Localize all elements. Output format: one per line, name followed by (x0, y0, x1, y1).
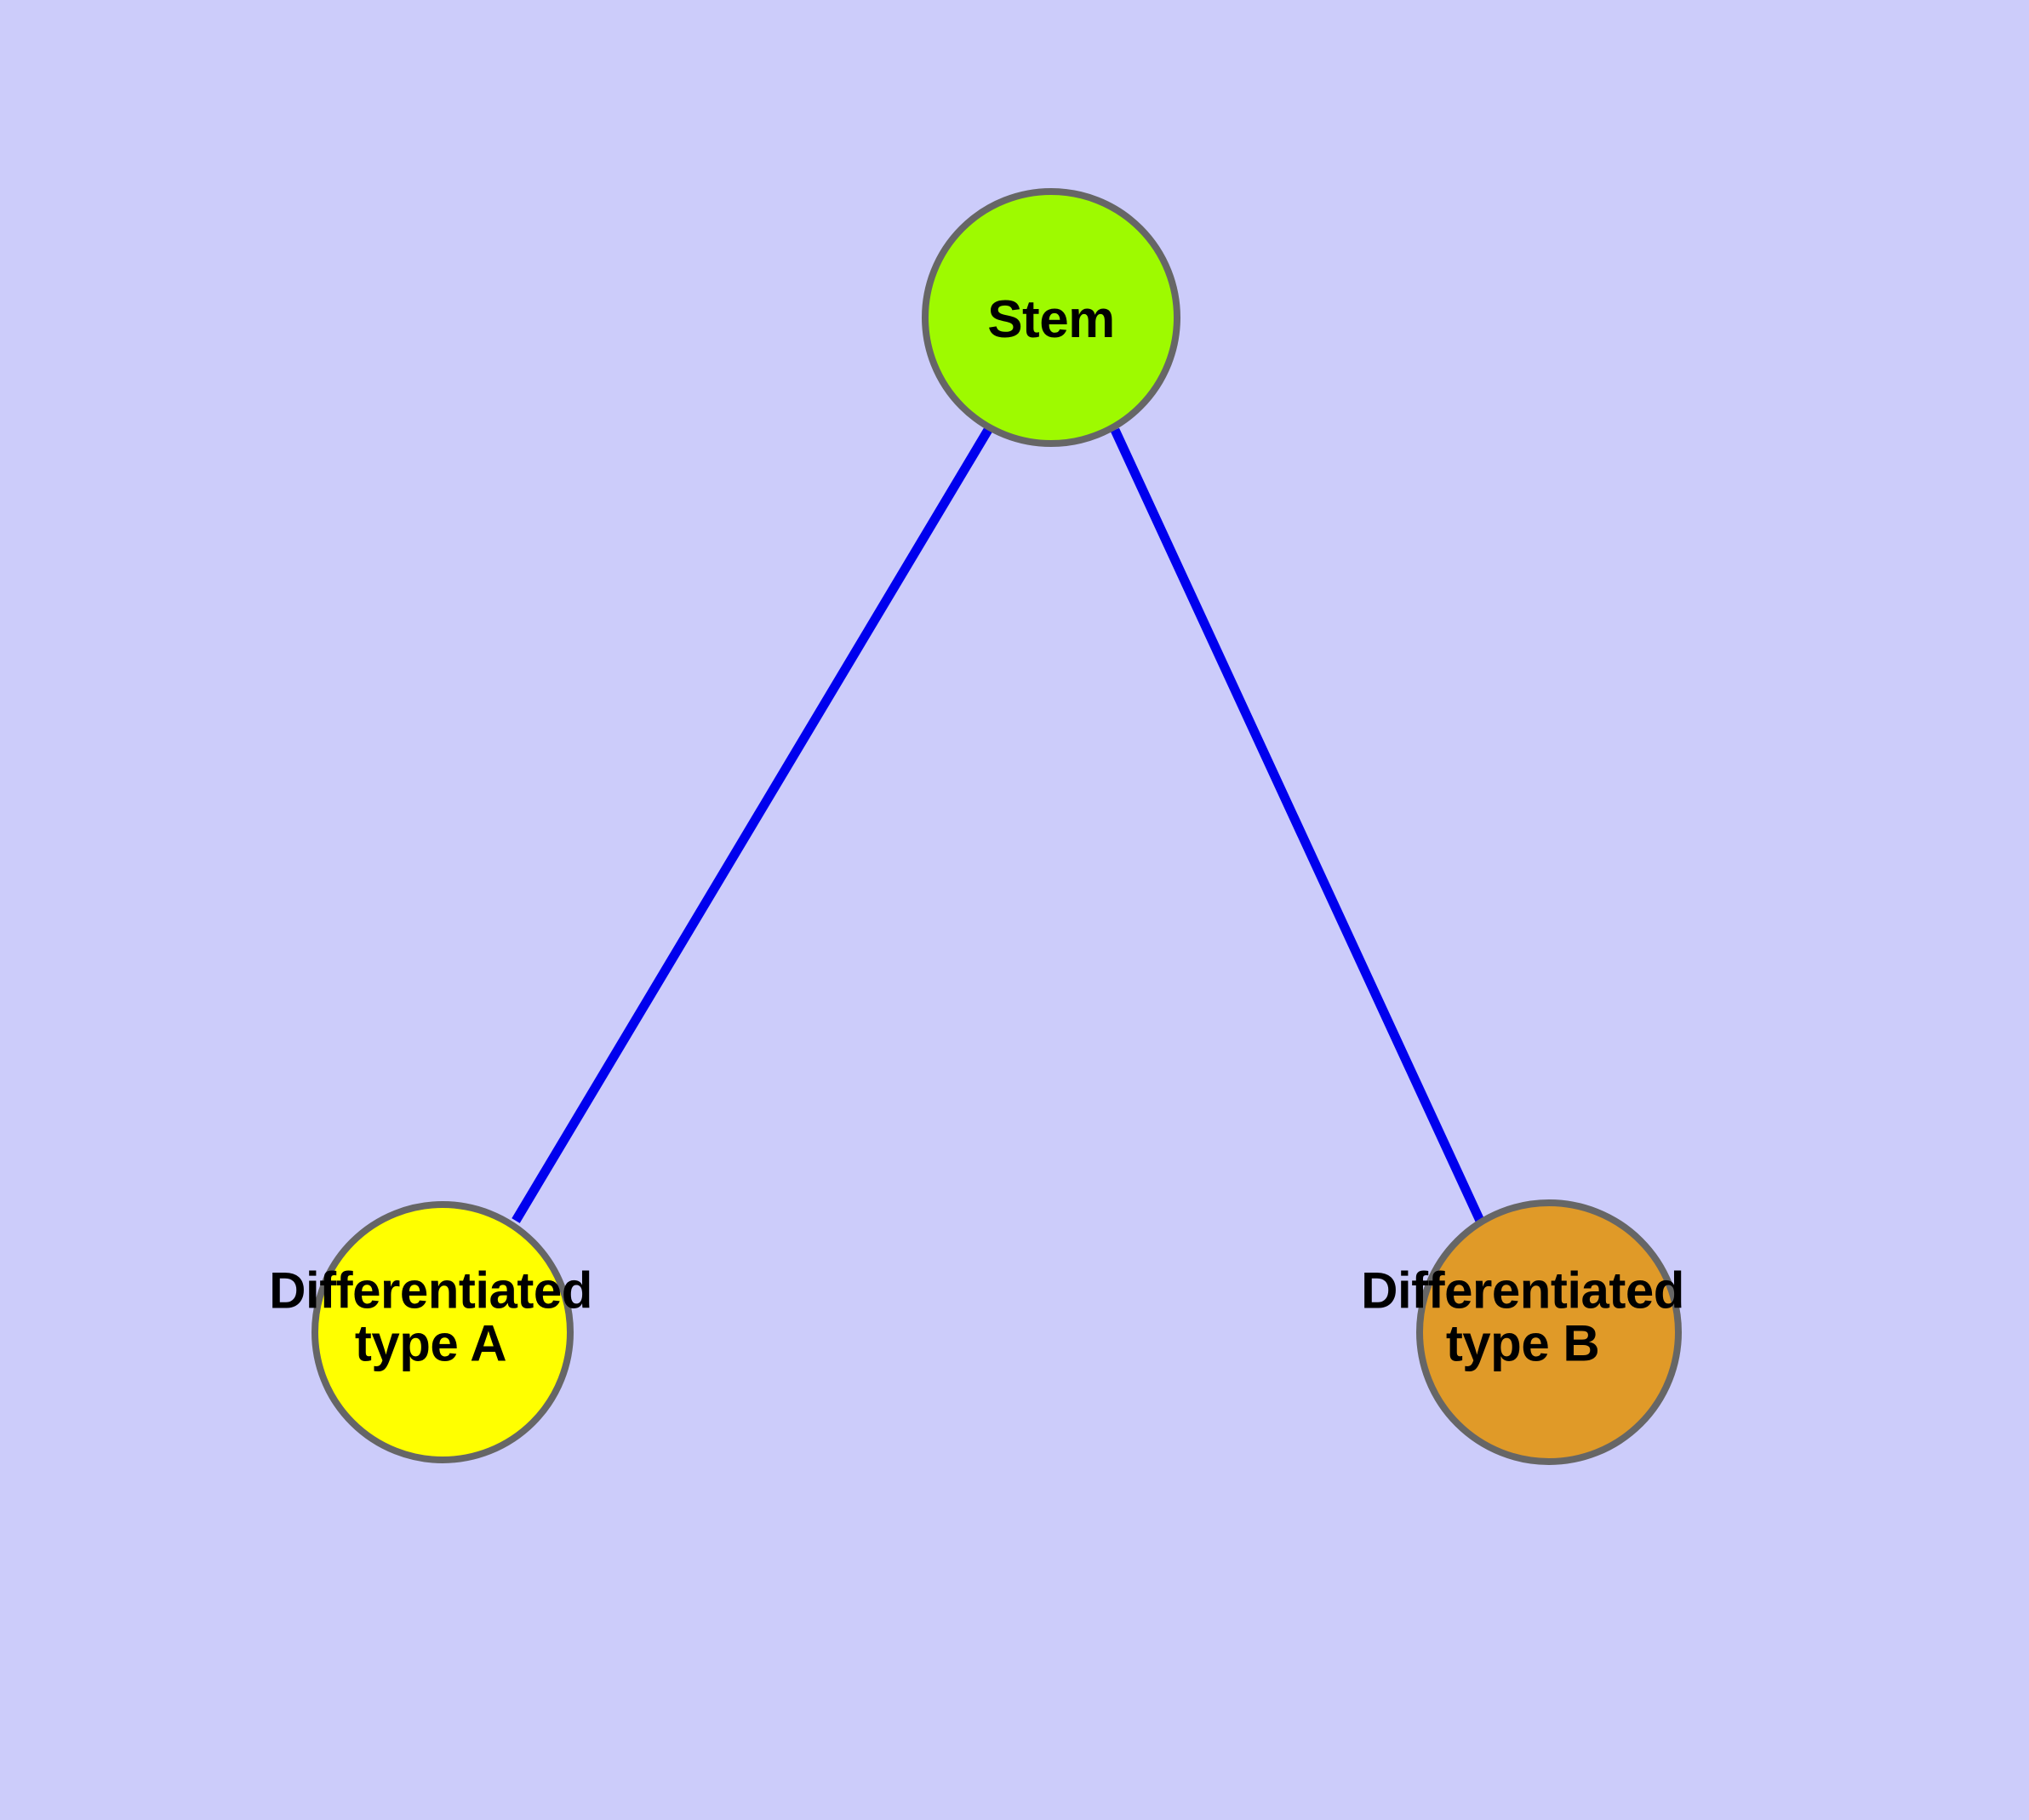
node-differentiated-type-b[interactable] (1416, 1199, 1682, 1465)
edge-stem-to-differentiated-type-b[interactable] (1111, 427, 1484, 1223)
edge-layer (512, 427, 1484, 1223)
node-layer (311, 188, 1682, 1465)
node-stem[interactable] (922, 188, 1180, 447)
edge-stem-to-differentiated-type-a[interactable] (512, 427, 992, 1223)
node-differentiated-type-a[interactable] (311, 1201, 574, 1463)
